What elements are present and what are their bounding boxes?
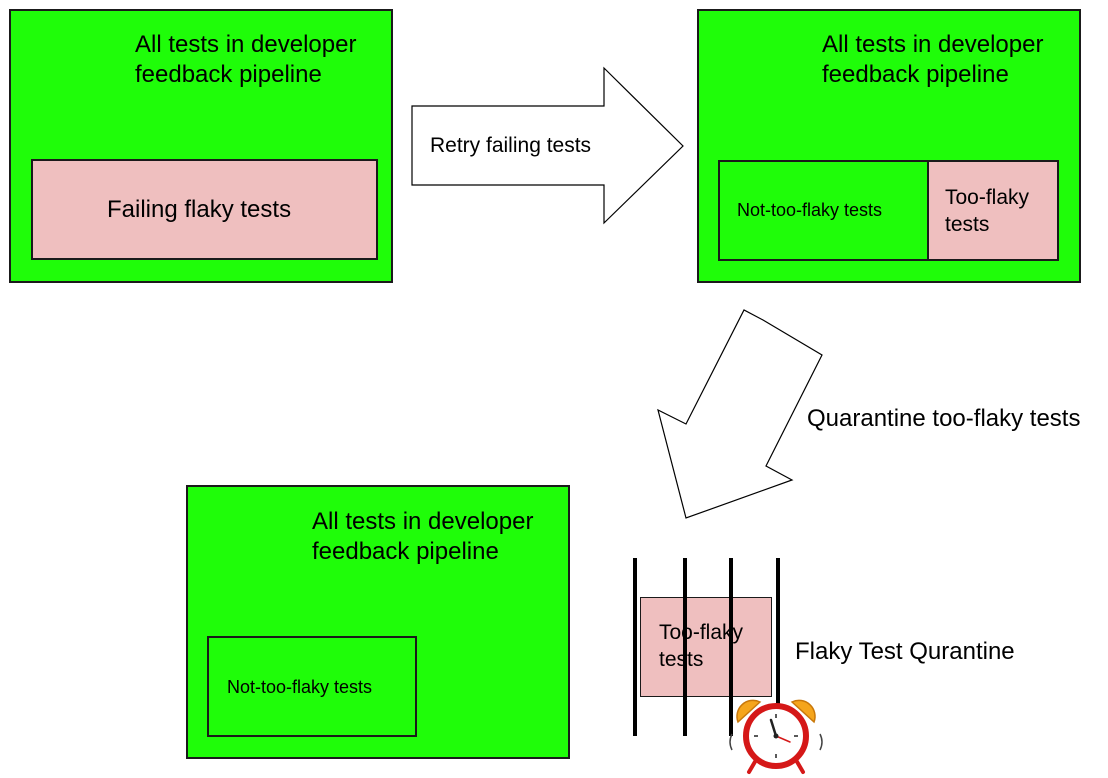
quarantine-bars <box>633 558 780 736</box>
quarantine-arrow-label: Quarantine too-flaky tests <box>807 405 1081 432</box>
not-too-flaky-tests-label: Not-too-flaky tests <box>227 677 373 697</box>
flaky-test-quarantine-label: Flaky Test Qurantine <box>795 638 1015 665</box>
not-too-flaky-tests-label: Not-too-flaky tests <box>737 200 883 220</box>
failing-flaky-tests-label: Failing flaky tests <box>107 196 292 223</box>
too-flaky-tests-box <box>927 160 1059 261</box>
pipeline-title-line1: All tests in developer <box>822 31 1044 58</box>
pipeline-title-line2: feedback pipeline <box>312 538 499 565</box>
alarm-clock-icon <box>729 699 823 774</box>
too-flaky-tests-label-line2: tests <box>945 213 990 236</box>
quarantine-arrow-shape <box>657 309 823 519</box>
quarantined-too-flaky-box <box>640 597 772 697</box>
quarantined-too-flaky-label-line2: tests <box>659 648 704 671</box>
pipeline-title-line2: feedback pipeline <box>135 61 322 88</box>
pipeline-title-line1: All tests in developer <box>312 508 534 535</box>
pipeline-title-line1: All tests in developer <box>135 31 357 58</box>
failing-flaky-tests-box <box>31 159 378 260</box>
not-too-flaky-tests-box <box>718 160 929 261</box>
retry-arrow-shape <box>411 66 684 225</box>
too-flaky-tests-label-line1: Too-flaky <box>945 186 1030 209</box>
pipeline-title-line2: feedback pipeline <box>822 61 1009 88</box>
not-too-flaky-tests-box <box>207 636 417 737</box>
retry-arrow-label: Retry failing tests <box>430 134 592 157</box>
quarantined-too-flaky-label-line1: Too-flaky <box>659 621 744 644</box>
